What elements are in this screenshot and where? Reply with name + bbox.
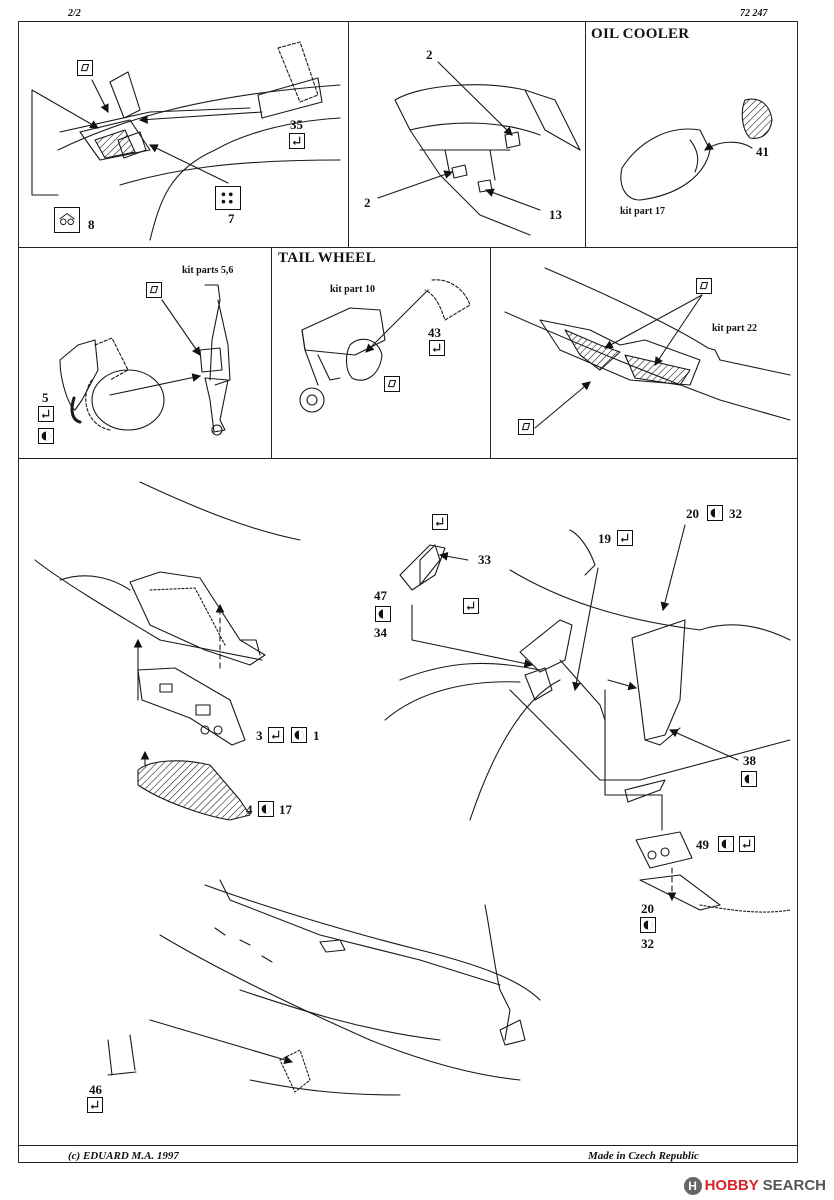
part-label: 19 <box>598 531 611 546</box>
part-label: 3 <box>256 728 263 743</box>
copyright-text: (c) EDUARD M.A. 1997 <box>68 1150 179 1162</box>
paint-icon <box>258 801 274 817</box>
kit-part-label: kit parts 5,6 <box>182 265 234 276</box>
part-label: 33 <box>478 552 491 567</box>
paint-icon <box>640 917 656 933</box>
paint-icon <box>375 606 391 622</box>
kit-part-label: kit part 17 <box>620 206 665 217</box>
part-label: 8 <box>88 217 95 232</box>
part-label: 5 <box>42 390 49 405</box>
part-label: 41 <box>756 144 769 159</box>
divider <box>18 247 798 248</box>
fold-icon <box>77 60 93 76</box>
part-label: 32 <box>641 936 654 951</box>
part-label: 38 <box>743 753 756 768</box>
bend-icon <box>268 727 284 743</box>
seat-drawing <box>31 41 341 241</box>
lower-wing-drawing <box>107 879 541 1096</box>
part-label: 20 <box>686 506 699 521</box>
part-label: 7 <box>228 211 235 226</box>
wing-drawing <box>504 267 791 429</box>
paint-icon <box>291 727 307 743</box>
part-8-icon <box>54 207 80 233</box>
section-title: TAIL WHEEL <box>278 250 376 266</box>
fold-icon <box>146 282 162 298</box>
part-label: 20 <box>641 901 654 916</box>
divider <box>490 247 491 458</box>
section-title: OIL COOLER <box>591 26 690 42</box>
bend-icon <box>289 133 305 149</box>
kit-part-label: kit part 22 <box>712 323 757 334</box>
divider <box>490 458 798 459</box>
part-label: 46 <box>89 1082 102 1097</box>
part-label: 13 <box>549 207 562 222</box>
part-label: 47 <box>374 588 387 603</box>
divider <box>348 21 349 247</box>
part-label: 35 <box>290 117 303 132</box>
part-label: 2 <box>364 195 371 210</box>
fold-icon <box>384 376 400 392</box>
divider <box>585 21 586 247</box>
gunsight-drawing <box>377 61 581 236</box>
bend-icon <box>463 598 479 614</box>
paint-icon <box>741 771 757 787</box>
part-label: 34 <box>374 625 387 640</box>
hobby-search-logo-icon: H <box>683 1177 702 1196</box>
fold-icon <box>518 419 534 435</box>
bend-icon <box>38 406 54 422</box>
part-label: 32 <box>729 506 742 521</box>
oil-cooler-drawing <box>620 98 773 201</box>
paint-icon <box>38 428 54 444</box>
part-label: 49 <box>696 837 709 852</box>
kit-part-label: kit part 10 <box>330 284 375 295</box>
divider <box>271 247 272 458</box>
paint-icon <box>707 505 723 521</box>
origin-text: Made in Czech Republic <box>588 1150 699 1162</box>
sheet-number: 2/2 <box>68 8 81 19</box>
paint-icon <box>718 836 734 852</box>
tail-wheel-drawing <box>299 279 471 413</box>
kit-number: 72 247 <box>740 8 768 19</box>
part-label: 1 <box>313 728 320 743</box>
part-7-icon <box>215 186 241 210</box>
sheet-frame <box>18 21 798 1163</box>
bend-icon <box>739 836 755 852</box>
part-label: 17 <box>279 802 292 817</box>
cockpit-drawing <box>34 481 791 913</box>
bend-icon <box>429 340 445 356</box>
bend-icon <box>617 530 633 546</box>
main-gear-drawing <box>59 284 231 436</box>
bend-icon <box>432 514 448 530</box>
fold-icon <box>696 278 712 294</box>
bend-icon <box>87 1097 103 1113</box>
divider <box>18 458 490 459</box>
part-label: 2 <box>426 47 433 62</box>
part-label: 4 <box>246 802 253 817</box>
divider <box>18 1145 798 1146</box>
part-label: 43 <box>428 325 441 340</box>
